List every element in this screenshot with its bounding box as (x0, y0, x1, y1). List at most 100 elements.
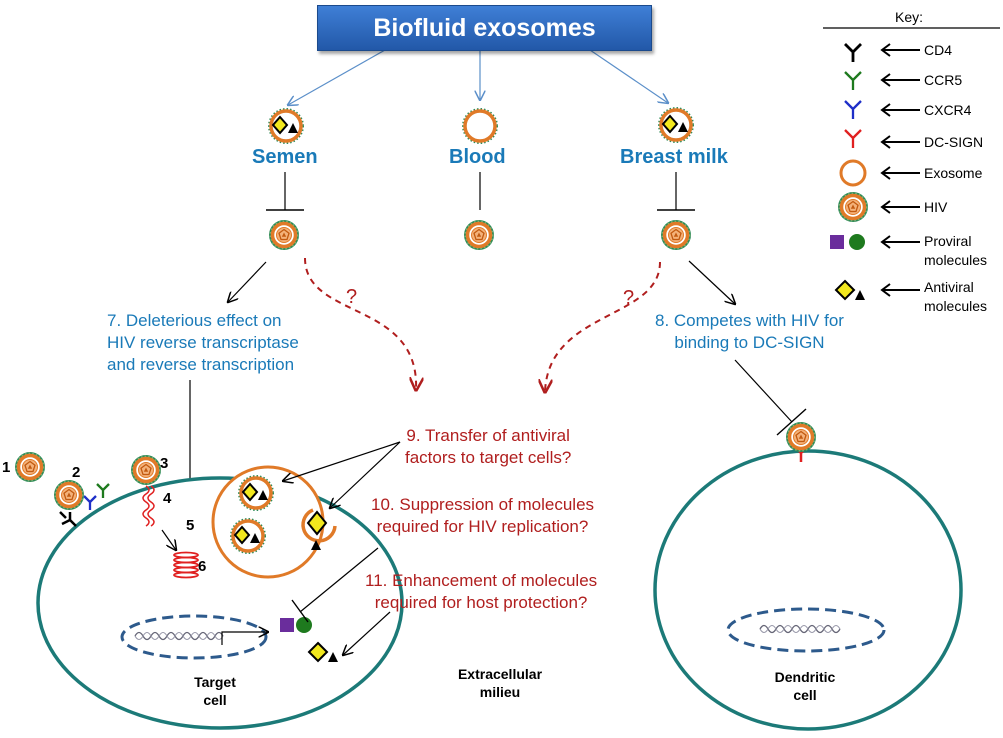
breast-milk-exosome-icon (657, 106, 695, 144)
target-dna-helix (134, 631, 224, 641)
blood-hiv-icon (462, 218, 496, 252)
key-title: Key: (895, 9, 924, 25)
target-cell-label: Target cell (175, 673, 255, 709)
source-breast-milk-label: Breast milk (620, 146, 728, 168)
dendritic-cell-label-line-1: Dendritic (774, 669, 836, 685)
key-hiv-label: HIV (924, 199, 948, 215)
key-dc-sign-icon (844, 129, 862, 148)
key-exosome-icon (839, 159, 867, 187)
effect-8-inhibition-bar (776, 408, 807, 436)
key-proviral-line-2: molecules (924, 252, 988, 268)
semen-question-mark: ? (346, 286, 358, 308)
semen-exosome-icon (267, 107, 305, 145)
target-cd4-stem (59, 511, 67, 519)
effect-8-line-2: binding to DC-SIGN (674, 333, 825, 352)
fusing-exosome-icon (301, 508, 337, 550)
extracellular-milieu-label: Extracellular milieu (440, 665, 560, 701)
key-proviral-circle-icon (849, 234, 865, 250)
dendritic-cell-membrane (653, 449, 963, 731)
key-ccr5-label: CCR5 (924, 72, 963, 88)
target-cxcr4-receptor-icon (83, 495, 97, 510)
source-semen-label: Semen (252, 146, 318, 168)
title-to-breast-milk-arrow (589, 49, 668, 103)
step-4-label: 4 (163, 490, 172, 507)
key-antiviral-line-2: molecules (924, 298, 988, 314)
effect-11-text: 11. Enhancement of molecules required fo… (365, 570, 597, 614)
key-antiviral-icon (835, 280, 866, 301)
source-blood-label: Blood (449, 146, 506, 168)
viral-rna-strand-icon (147, 485, 155, 527)
step-2-label: 2 (72, 464, 81, 481)
step-5-label: 5 (186, 517, 195, 534)
key-arrows (880, 43, 920, 297)
effect-9-text: 9. Transfer of antiviral factors to targ… (405, 425, 571, 469)
effect-11-arrow (343, 611, 391, 655)
effect-8-inhibition-line (734, 359, 793, 423)
effect-8-text: 8. Competes with HIV for binding to DC-S… (655, 310, 844, 354)
semen-question-arrow (304, 257, 416, 390)
endosome-exosome-2-icon (229, 517, 267, 555)
effect-10-text: 10. Suppression of molecules required fo… (371, 494, 594, 538)
key-proviral-label: Proviral molecules (924, 232, 987, 270)
key-hiv-icon (836, 190, 870, 224)
extracellular-label-line-2: milieu (479, 684, 521, 700)
target-cell-label-line-1: Target (194, 674, 236, 690)
key-dc-sign-label: DC-SIGN (924, 134, 984, 150)
milk-question-arrow (545, 261, 661, 392)
rna-to-dna-arrow (161, 529, 176, 550)
key-cxcr4-label: CXCR4 (924, 102, 972, 118)
key-antiviral-line-1: Antiviral (924, 279, 974, 295)
milk-hiv-icon (659, 218, 693, 252)
effect-9-arrow-membrane (330, 441, 401, 508)
hiv-stage-2-icon (52, 478, 86, 512)
effect-10-line-2: required for HIV replication? (376, 517, 589, 536)
dendritic-cell-label-line-2: cell (793, 687, 817, 703)
proviral-square-icon (280, 618, 294, 632)
key-cxcr4-icon (844, 100, 862, 119)
target-cd4-receptor-icon (61, 512, 77, 527)
step-1-label: 1 (2, 459, 11, 476)
effect-8-line-1: 8. Competes with HIV for (655, 311, 844, 330)
extracellular-label-line-1: Extracellular (457, 666, 543, 682)
endosome-exosome-1-icon (237, 474, 275, 512)
key-cd4-icon (844, 43, 862, 62)
dendritic-cell-nucleus (726, 607, 886, 653)
effect-9-line-2: factors to target cells? (405, 448, 572, 467)
proviral-circle-icon (296, 617, 312, 633)
proviral-dna-coil-icon (173, 551, 199, 579)
effect-10-inhibition-bar (291, 599, 309, 623)
effect-9-line-1: 9. Transfer of antiviral (406, 426, 570, 445)
target-ccr5-receptor-icon (96, 483, 110, 498)
dendritic-cell-label: Dendritic cell (760, 668, 850, 704)
effect-7-line-1: 7. Deleterious effect on (107, 311, 282, 330)
key-exosome-label: Exosome (924, 165, 983, 181)
step-3-label: 3 (160, 455, 169, 472)
step-6-label: 6 (198, 558, 207, 575)
effect-7-line-3: and reverse transcription (107, 355, 295, 374)
semen-hiv-icon (267, 218, 301, 252)
effect-7-line-2: HIV reverse transcriptase (107, 333, 299, 352)
effect-10-inhibition-line (299, 547, 379, 613)
milk-question-mark: ? (623, 287, 635, 309)
key-proviral-line-1: Proviral (924, 233, 972, 249)
target-cell-label-line-2: cell (203, 692, 227, 708)
arrow-to-effect-8 (688, 260, 735, 304)
effect-11-line-1: 11. Enhancement of molecules (365, 571, 598, 590)
target-dna-helix-strand (134, 631, 224, 641)
transcription-arrow (221, 632, 268, 645)
hiv-stage-3-icon (129, 453, 163, 487)
title-to-semen-arrow (288, 49, 386, 105)
key-antiviral-label: Antiviral molecules (924, 278, 987, 316)
key-cd4-label: CD4 (924, 42, 953, 58)
dendritic-hiv-icon (784, 420, 818, 454)
dendritic-dna-helix-strand (759, 624, 841, 634)
hiv-stage-1-icon (13, 450, 47, 484)
effect-9-arrow-endosome (283, 441, 401, 481)
effect-10-line-1: 10. Suppression of molecules (371, 495, 595, 514)
effect-7-text: 7. Deleterious effect on HIV reverse tra… (107, 310, 299, 376)
effect-11-line-2: required for host protection? (374, 593, 588, 612)
key-proviral-square-icon (830, 235, 844, 249)
blood-exosome-icon (462, 108, 498, 144)
biofluid-exosomes-title: Biofluid exosomes (317, 5, 652, 51)
